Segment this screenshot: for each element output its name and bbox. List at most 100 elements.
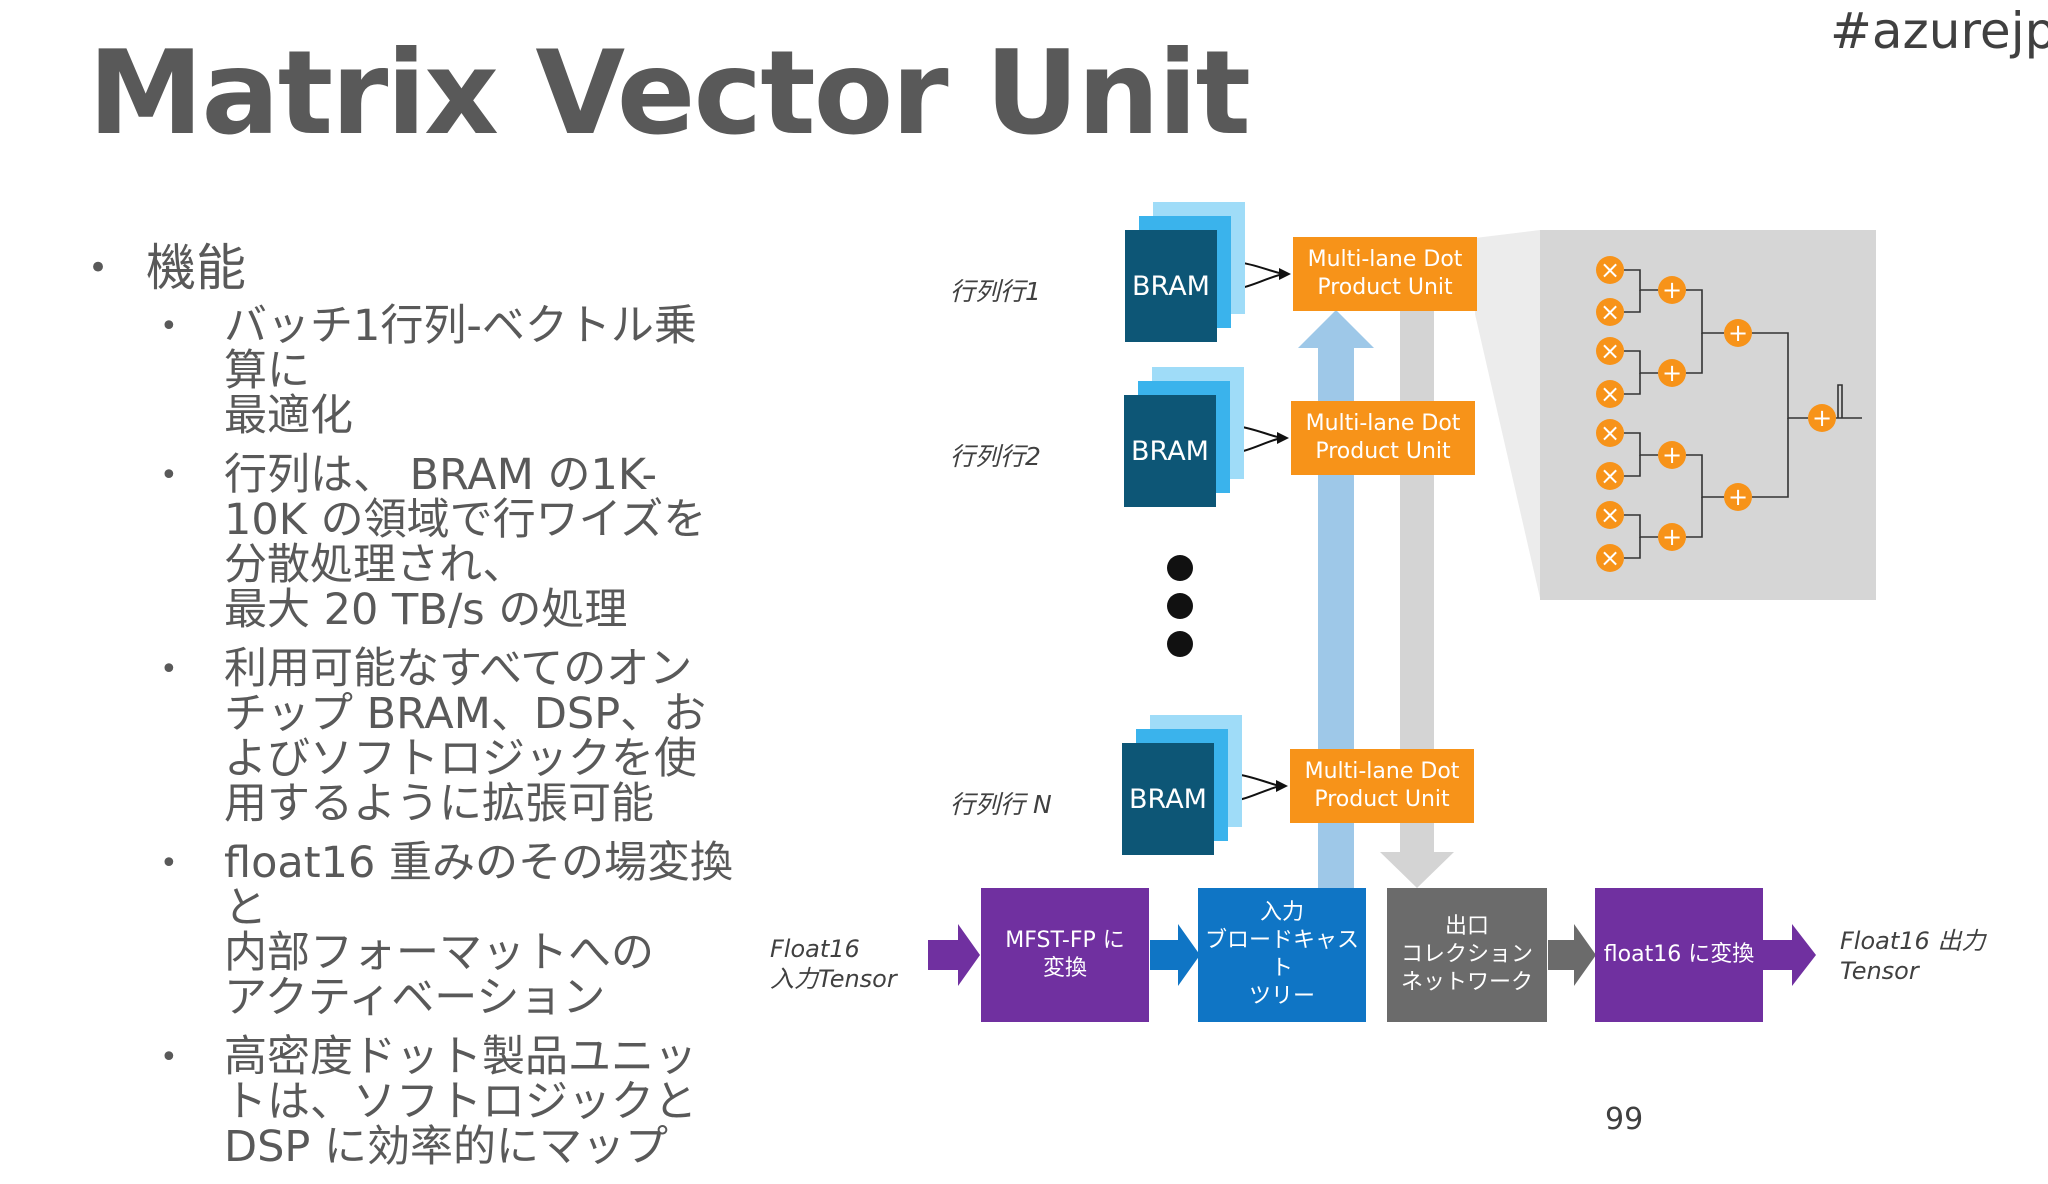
bullet-line: 算に: [224, 346, 310, 396]
multiply-node: [1596, 462, 1624, 490]
bullet-item: float16 重みのその場変換 と 内部フォーマットへの アクティベーション: [88, 841, 778, 1021]
bullet-line: チップ BRAM、DSP、お: [224, 689, 707, 739]
box-line: MFST-FP に: [1005, 928, 1125, 953]
box-line: 入力: [1259, 900, 1304, 925]
plus-icon: +: [1662, 441, 1682, 469]
output-label-line: Float16 出力: [1840, 927, 1986, 955]
multiply-icon: ×: [1600, 419, 1620, 447]
unit-line: Product Unit: [1317, 275, 1453, 300]
hashtag: #azurejp: [1830, 2, 2048, 60]
bullet-line: 行列は、 BRAM の1K-: [224, 450, 658, 500]
bullet-line: 分散処理され、: [224, 540, 526, 590]
row-label: 行列行 N: [950, 790, 1052, 819]
unit-line: Multi-lane Dot: [1304, 759, 1460, 784]
zoom-wedge: [1475, 230, 1540, 598]
bullet-line: と: [224, 883, 267, 933]
unit-line: Multi-lane Dot: [1305, 411, 1461, 436]
broadcast-tree-box: 入力ブロードキャストツリー: [1198, 888, 1366, 1022]
multiply-icon: ×: [1600, 501, 1620, 529]
add-node: [1658, 523, 1686, 551]
multiply-icon: ×: [1600, 298, 1620, 326]
box-line: コレクション: [1400, 942, 1533, 967]
add-node: [1658, 441, 1686, 469]
bullet-line: 10K の領域で行ワイズを: [224, 495, 707, 545]
ellipsis-dot: [1167, 555, 1193, 581]
unit-line: Product Unit: [1315, 439, 1451, 464]
bullet-line: 利用可能なすべてのオン: [224, 644, 693, 694]
output-arrow: [1763, 924, 1816, 986]
box-line: 出口: [1444, 914, 1489, 939]
plus-icon: +: [1728, 483, 1748, 511]
output-label: Float16 出力 Tensor: [1840, 926, 1985, 986]
bram-unit-arrowheads: [1276, 268, 1291, 792]
bram-label: BRAM: [1124, 395, 1216, 507]
bullet-line: トは、ソフトロジックと: [224, 1077, 697, 1127]
bullet-item: 行列は、 BRAM の1K- 10K の領域で行ワイズを 分散処理され、 最大 …: [88, 453, 778, 633]
bullet-line: 最大 20 TB/s の処理: [224, 585, 628, 635]
input-label: Float16 入力Tensor: [770, 934, 897, 994]
unit-line: Multi-lane Dot: [1307, 247, 1463, 272]
multiply-icon: ×: [1600, 337, 1620, 365]
page-title: Matrix Vector Unit: [88, 26, 1251, 161]
bullet-line: アクティベーション: [224, 973, 606, 1023]
mfst-convert-box: MFST-FP に変換: [981, 888, 1149, 1022]
diagram-connectors: [928, 230, 1816, 986]
row-label: 行列行2: [950, 442, 1041, 471]
plus-icon: +: [1812, 404, 1832, 432]
float16-convert-box: float16 に変換: [1595, 888, 1763, 1022]
ellipsis-dot: [1167, 593, 1193, 619]
bullet-line: 用するように拡張可能: [224, 779, 654, 829]
input-arrow: [928, 924, 980, 986]
multiply-icon: ×: [1600, 256, 1620, 284]
multiply-node: [1596, 419, 1624, 447]
bullet-line: 高密度ドット製品ユニッ: [224, 1032, 697, 1082]
plus-icon: +: [1662, 523, 1682, 551]
plus-icon: +: [1662, 359, 1682, 387]
box-line: ツリー: [1248, 984, 1315, 1009]
multiply-node: [1596, 544, 1624, 572]
bullet-line: 最適化: [224, 391, 353, 441]
bullet-line: 内部フォーマットへの: [224, 928, 654, 978]
box-line: ネットワーク: [1400, 970, 1533, 995]
box-line: float16 に変換: [1603, 942, 1755, 967]
multiply-icon: ×: [1600, 462, 1620, 490]
multiply-icon: ×: [1600, 380, 1620, 408]
bullet-list: 機能 バッチ1行列-ベクトル乗 算に 最適化 行列は、 BRAM の1K- 10…: [88, 238, 778, 1184]
multiply-icon: ×: [1600, 544, 1620, 572]
bullet-item: 高密度ドット製品ユニッ トは、ソフトロジックと DSP に効率的にマップ: [88, 1035, 778, 1170]
plus-icon: +: [1728, 319, 1748, 347]
input-label-line: Float16: [770, 935, 860, 963]
broadcast-up-arrow: [1298, 310, 1374, 888]
input-label-line: 入力Tensor: [770, 965, 897, 993]
multiply-node: [1596, 256, 1624, 284]
add-node: [1808, 404, 1836, 432]
box-line: ブロードキャス: [1204, 928, 1359, 953]
multiply-node: [1596, 337, 1624, 365]
multiply-node: [1596, 501, 1624, 529]
box-line: ト: [1270, 956, 1293, 981]
mfst-to-broadcast-arrow: [1150, 924, 1200, 986]
plus-icon: +: [1662, 276, 1682, 304]
box-line: 変換: [1042, 956, 1087, 981]
add-node: [1724, 483, 1752, 511]
output-label-line: Tensor: [1840, 957, 1919, 985]
bullet-line: バッチ1行列-ベクトル乗: [224, 301, 697, 351]
add-node: [1658, 276, 1686, 304]
adder-tree-panel: × × × × × × × × + + + + + + +: [1540, 230, 1876, 600]
row-label: 行列行1: [950, 277, 1041, 306]
bullet-item: 利用可能なすべてのオン チップ BRAM、DSP、お よびソフトロジックを使 用…: [88, 647, 778, 827]
page-number: 99: [1605, 1102, 1644, 1137]
collection-network-box: 出口コレクションネットワーク: [1387, 888, 1547, 1022]
add-node: [1658, 359, 1686, 387]
bullet-heading: 機能: [88, 238, 778, 298]
multiply-node: [1596, 380, 1624, 408]
ellipsis-dot: [1167, 631, 1193, 657]
bullet-item: バッチ1行列-ベクトル乗 算に 最適化: [88, 304, 778, 439]
bullet-line: よびソフトロジックを使: [224, 734, 697, 784]
bram-label: BRAM: [1122, 743, 1214, 855]
collection-down-arrow: [1380, 310, 1454, 888]
multiply-node: [1596, 298, 1624, 326]
